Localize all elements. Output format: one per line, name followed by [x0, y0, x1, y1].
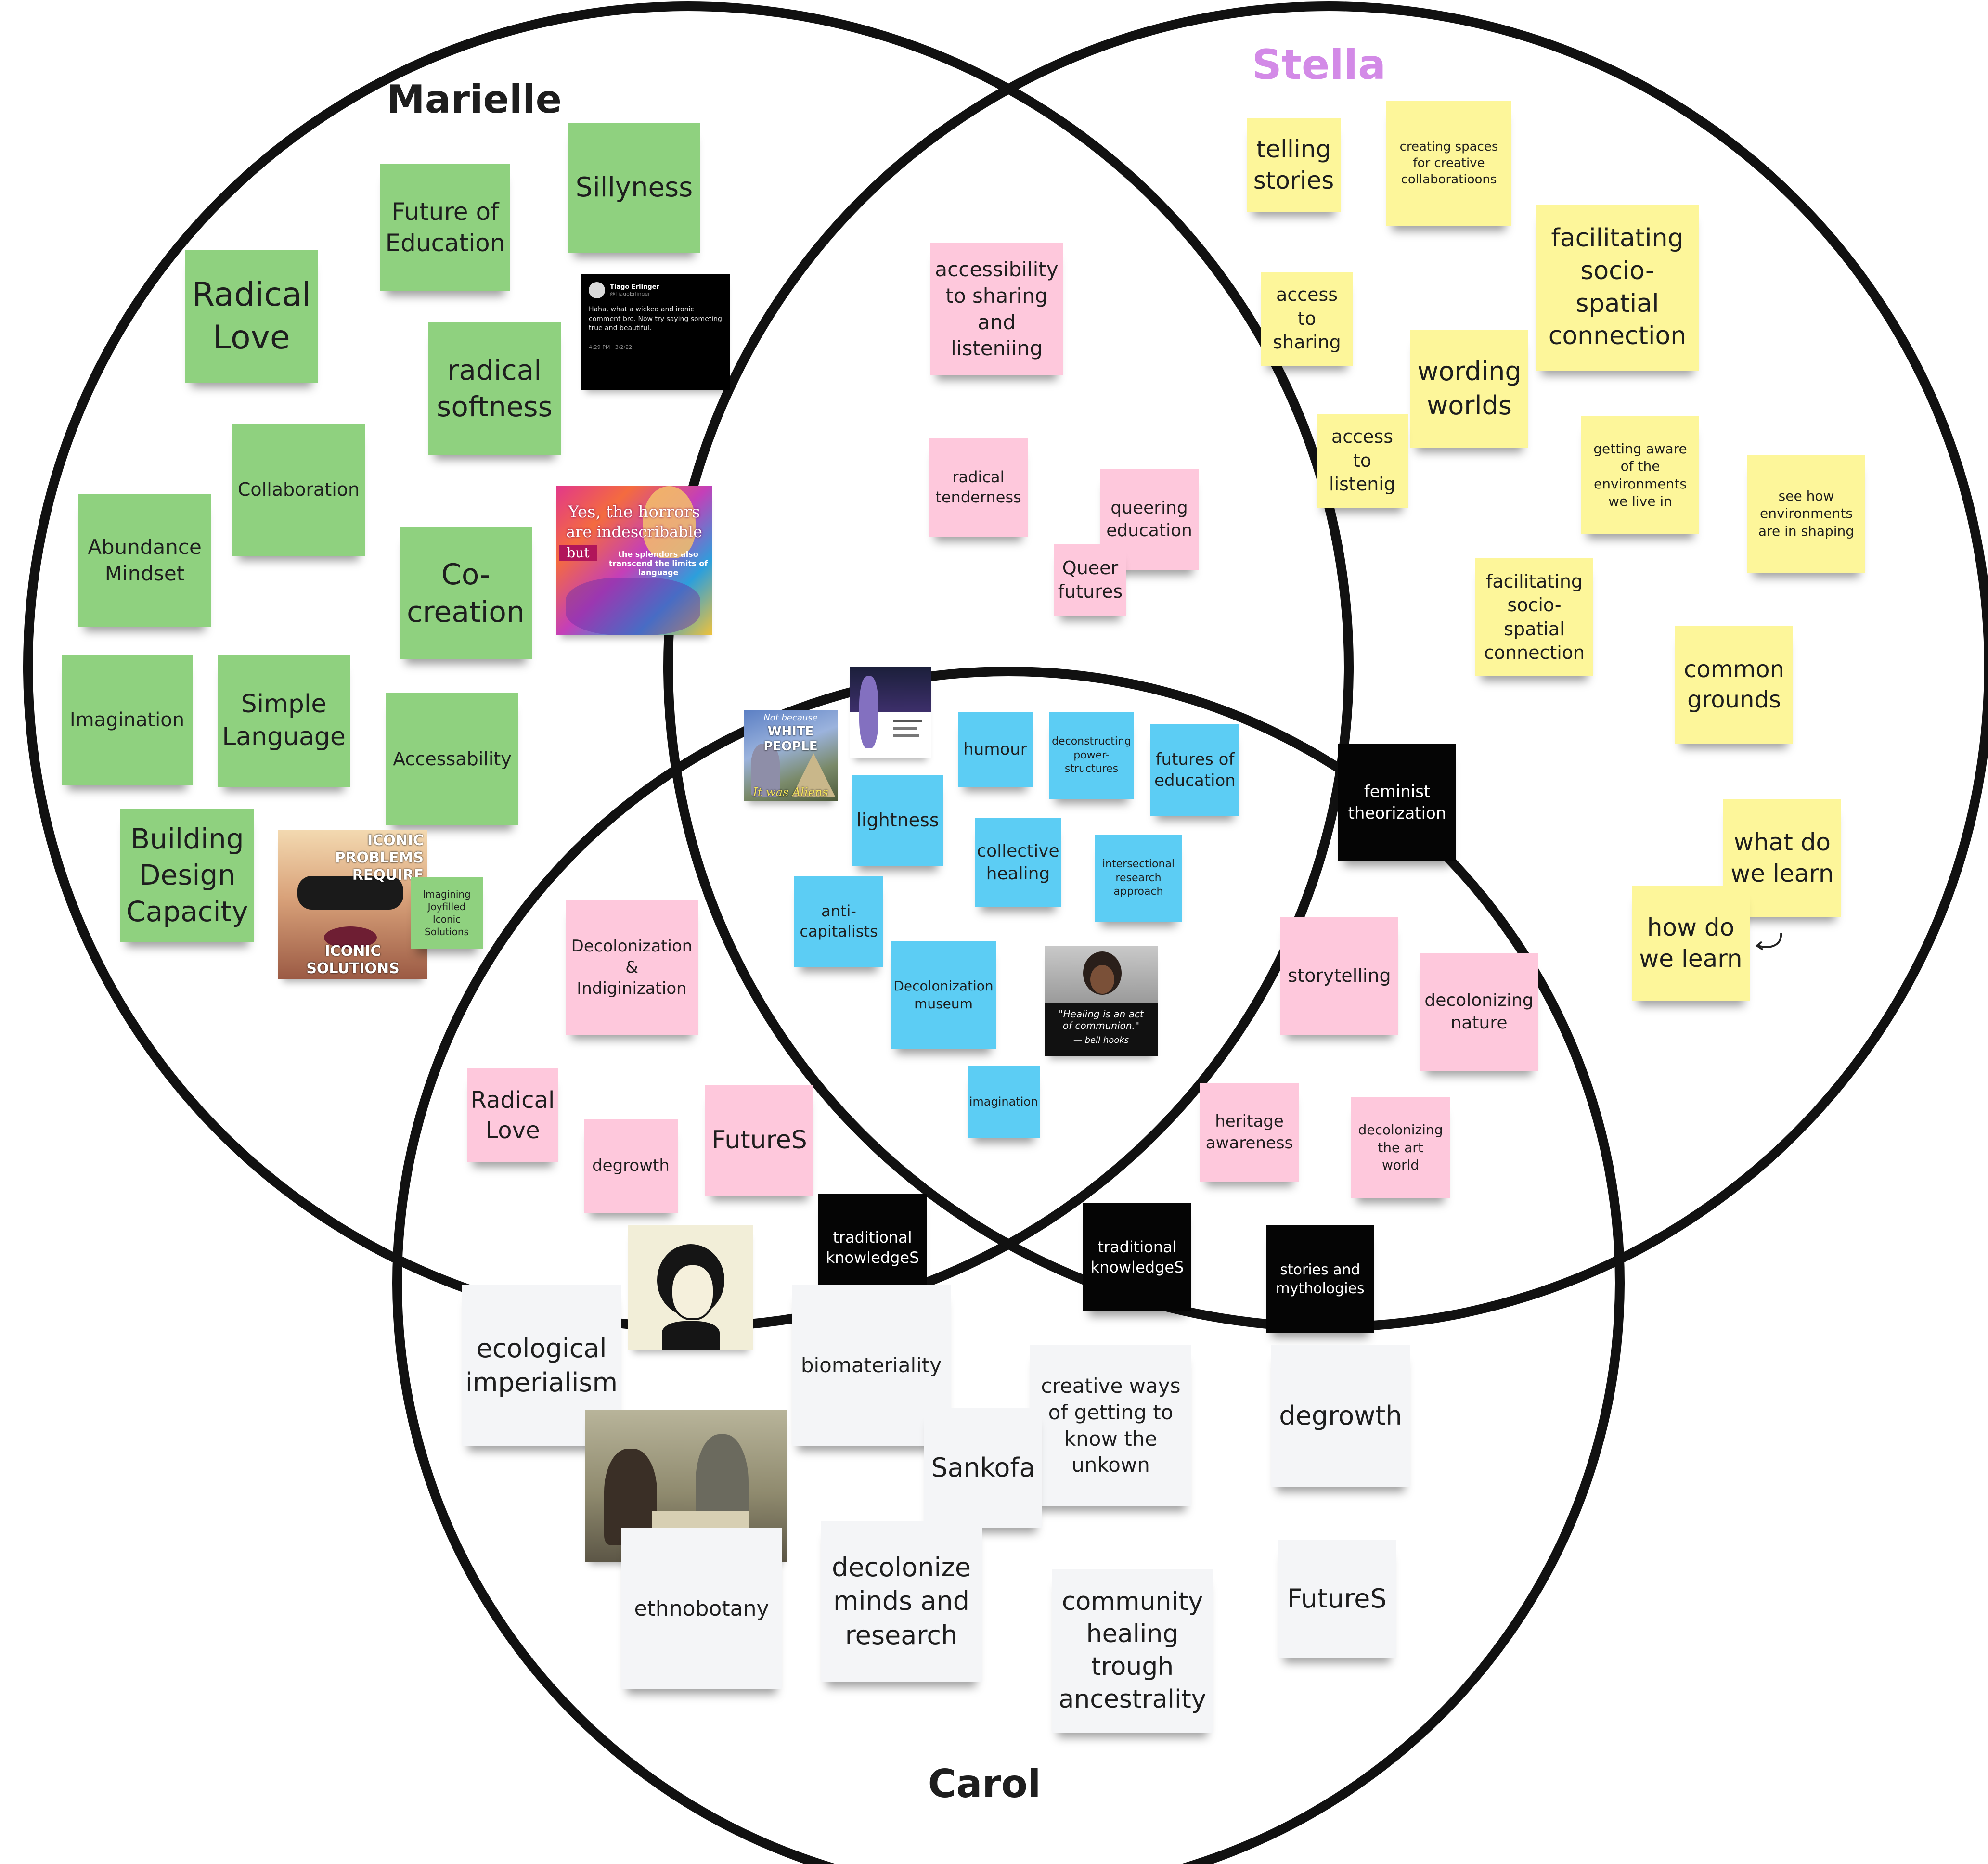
horrors-line-1: Yes, the horrors — [568, 502, 700, 522]
portrait-illustration-image[interactable] — [628, 1225, 753, 1350]
sticky-accessibility-sharing[interactable]: accessibility to sharing and listeniing — [930, 243, 1063, 375]
sticky-decolonizing-nature[interactable]: decolonizing nature — [1420, 953, 1538, 1071]
sticky-decolonization-museum[interactable]: Decolonization museum — [891, 941, 996, 1049]
horrors-line-4: the splendors also transcend the limits … — [608, 550, 708, 578]
sticky-access-listenig[interactable]: access to listenig — [1317, 414, 1408, 508]
tweet-screenshot[interactable]: Tiago Erlinger @TiagoErlinger Haha, what… — [581, 274, 730, 390]
sticky-stories-mythologies[interactable]: stories and mythologies — [1266, 1225, 1374, 1333]
sticky-traditional-knowledges-2[interactable]: traditional knowledgeS — [1083, 1203, 1191, 1311]
sticky-lightness[interactable]: lightness — [852, 775, 943, 866]
sticky-degrowth-pink[interactable]: degrowth — [584, 1119, 678, 1213]
sticky-common-grounds[interactable]: common grounds — [1675, 626, 1793, 744]
iconic-bottom-caption: ICONIC SOLUTIONS — [306, 943, 400, 977]
sticky-telling-stories[interactable]: telling stories — [1247, 118, 1341, 212]
sticky-see-how[interactable]: see how environments are in shaping — [1747, 455, 1865, 573]
sticky-building-design-capacity[interactable]: Building Design Capacity — [120, 809, 254, 942]
aliens-line-3: It was Aliens — [753, 785, 828, 799]
horrors-art-image[interactable]: Yes, the horrors are indescribable but t… — [556, 486, 712, 635]
aliens-meme-image[interactable]: Not because WHITE PEOPLE It was Aliens — [744, 710, 838, 801]
stella-label: Stella — [1252, 41, 1386, 89]
sticky-decolonizing-art-world[interactable]: decolonizing the art world — [1351, 1097, 1450, 1198]
sticky-wording-worlds[interactable]: wording worlds — [1410, 330, 1528, 448]
sticky-futures-of-education[interactable]: futures of education — [1150, 724, 1239, 816]
horrors-line-2: are indescribable — [566, 523, 702, 541]
bell-hooks-quote-image[interactable]: "Healing is an act of communion." — bell… — [1045, 946, 1158, 1056]
sticky-collective-healing[interactable]: collective healing — [975, 818, 1061, 907]
sticky-decolonize-minds[interactable]: decolonize minds and research — [821, 1521, 982, 1682]
marielle-label: Marielle — [387, 77, 562, 122]
carol-circle — [392, 667, 1625, 1864]
sticky-radical-love[interactable]: Radical Love — [185, 250, 318, 383]
sticky-heritage-awareness[interactable]: heritage awareness — [1200, 1083, 1299, 1182]
tweet-time: 4:29 PM · 3/2/22 — [589, 344, 633, 350]
tweet-author: Tiago Erlinger — [610, 283, 659, 291]
aliens-line-1: Not because — [763, 713, 818, 723]
sticky-imagination-blue[interactable]: imagination — [968, 1066, 1040, 1138]
sticky-sillyness[interactable]: Sillyness — [568, 123, 700, 253]
sticky-intersectional[interactable]: intersectional research approach — [1095, 835, 1182, 922]
sticky-traditional-knowledges-1[interactable]: traditional knowledgeS — [818, 1194, 927, 1302]
curved-arrow-icon — [1755, 933, 1782, 951]
sticky-feminist-theorization[interactable]: feminist theorization — [1338, 744, 1456, 861]
sticky-futures-pink[interactable]: FutureS — [705, 1085, 813, 1196]
sticky-storytelling[interactable]: storytelling — [1280, 917, 1398, 1035]
sticky-queering-education[interactable]: queering education — [1100, 469, 1199, 570]
sticky-decolonization-indiginization[interactable]: Decolonization & Indiginization — [566, 900, 698, 1035]
sticky-creative-ways[interactable]: creative ways of getting to know the unk… — [1030, 1345, 1191, 1506]
sticky-degrowth-gray[interactable]: degrowth — [1271, 1345, 1410, 1487]
sticky-humour[interactable]: humour — [958, 712, 1033, 787]
sticky-future-of-education[interactable]: Future of Education — [380, 164, 510, 291]
sticky-co-creation[interactable]: Co- creation — [400, 527, 532, 659]
sticky-abundance-mindset[interactable]: Abundance Mindset — [78, 494, 211, 627]
sticky-ethnobotany[interactable]: ethnobotany — [621, 1528, 782, 1689]
sticky-simple-language[interactable]: Simple Language — [218, 655, 350, 787]
tweet-handle: @TiagoErlinger — [610, 291, 650, 297]
sticky-accessability[interactable]: Accessability — [386, 693, 518, 825]
sticky-imagination[interactable]: Imagination — [62, 655, 193, 785]
sticky-deconstructing[interactable]: deconstructing power- structures — [1049, 712, 1134, 799]
sticky-futures-gray[interactable]: FutureS — [1278, 1540, 1396, 1658]
bell-hooks-quote: "Healing is an act of communion." — [1059, 1008, 1144, 1031]
aliens-line-2: WHITE PEOPLE — [763, 724, 818, 754]
sticky-facilitating-1[interactable]: facilitating socio- spatial connection — [1536, 205, 1699, 371]
sticky-collaboration[interactable]: Collaboration — [232, 424, 365, 556]
sticky-anti-capitalists[interactable]: anti- capitalists — [794, 876, 883, 967]
iconic-problems-meme[interactable]: ICONIC PROBLEMS REQUIRE ICONIC SOLUTIONS — [278, 830, 427, 979]
sticky-radical-love-pink[interactable]: Radical Love — [467, 1068, 558, 1162]
sticky-creating-spaces[interactable]: creating spaces for creative collaborati… — [1386, 101, 1511, 226]
horrors-line-3: but — [559, 545, 597, 561]
sticky-facilitating-2[interactable]: facilitating socio- spatial connection — [1475, 558, 1593, 676]
tweet-body: Haha, what a wicked and ironic comment b… — [589, 306, 722, 333]
sticky-queer-futures[interactable]: Queer futures — [1054, 544, 1126, 616]
sticky-imagining-joyfilled[interactable]: Imagining Joyfilled Iconic Solutions — [411, 877, 483, 949]
sticky-community-healing[interactable]: community healing trough ancestrality — [1052, 1569, 1213, 1733]
sticky-radical-tenderness[interactable]: radical tenderness — [929, 438, 1028, 537]
sticky-sankofa[interactable]: Sankofa — [924, 1408, 1042, 1528]
carol-label: Carol — [928, 1761, 1041, 1806]
purple-figure-image[interactable] — [850, 667, 931, 758]
sticky-access-sharing[interactable]: access to sharing — [1261, 272, 1353, 366]
avatar — [589, 282, 605, 298]
bell-hooks-author: — bell hooks — [1073, 1035, 1129, 1045]
iconic-top-caption: ICONIC PROBLEMS REQUIRE — [335, 832, 424, 884]
sticky-getting-aware[interactable]: getting aware of the environments we liv… — [1581, 416, 1699, 534]
sticky-radical-softness[interactable]: radical softness — [428, 322, 561, 455]
sticky-how-do-we-learn[interactable]: how do we learn — [1632, 886, 1750, 1001]
